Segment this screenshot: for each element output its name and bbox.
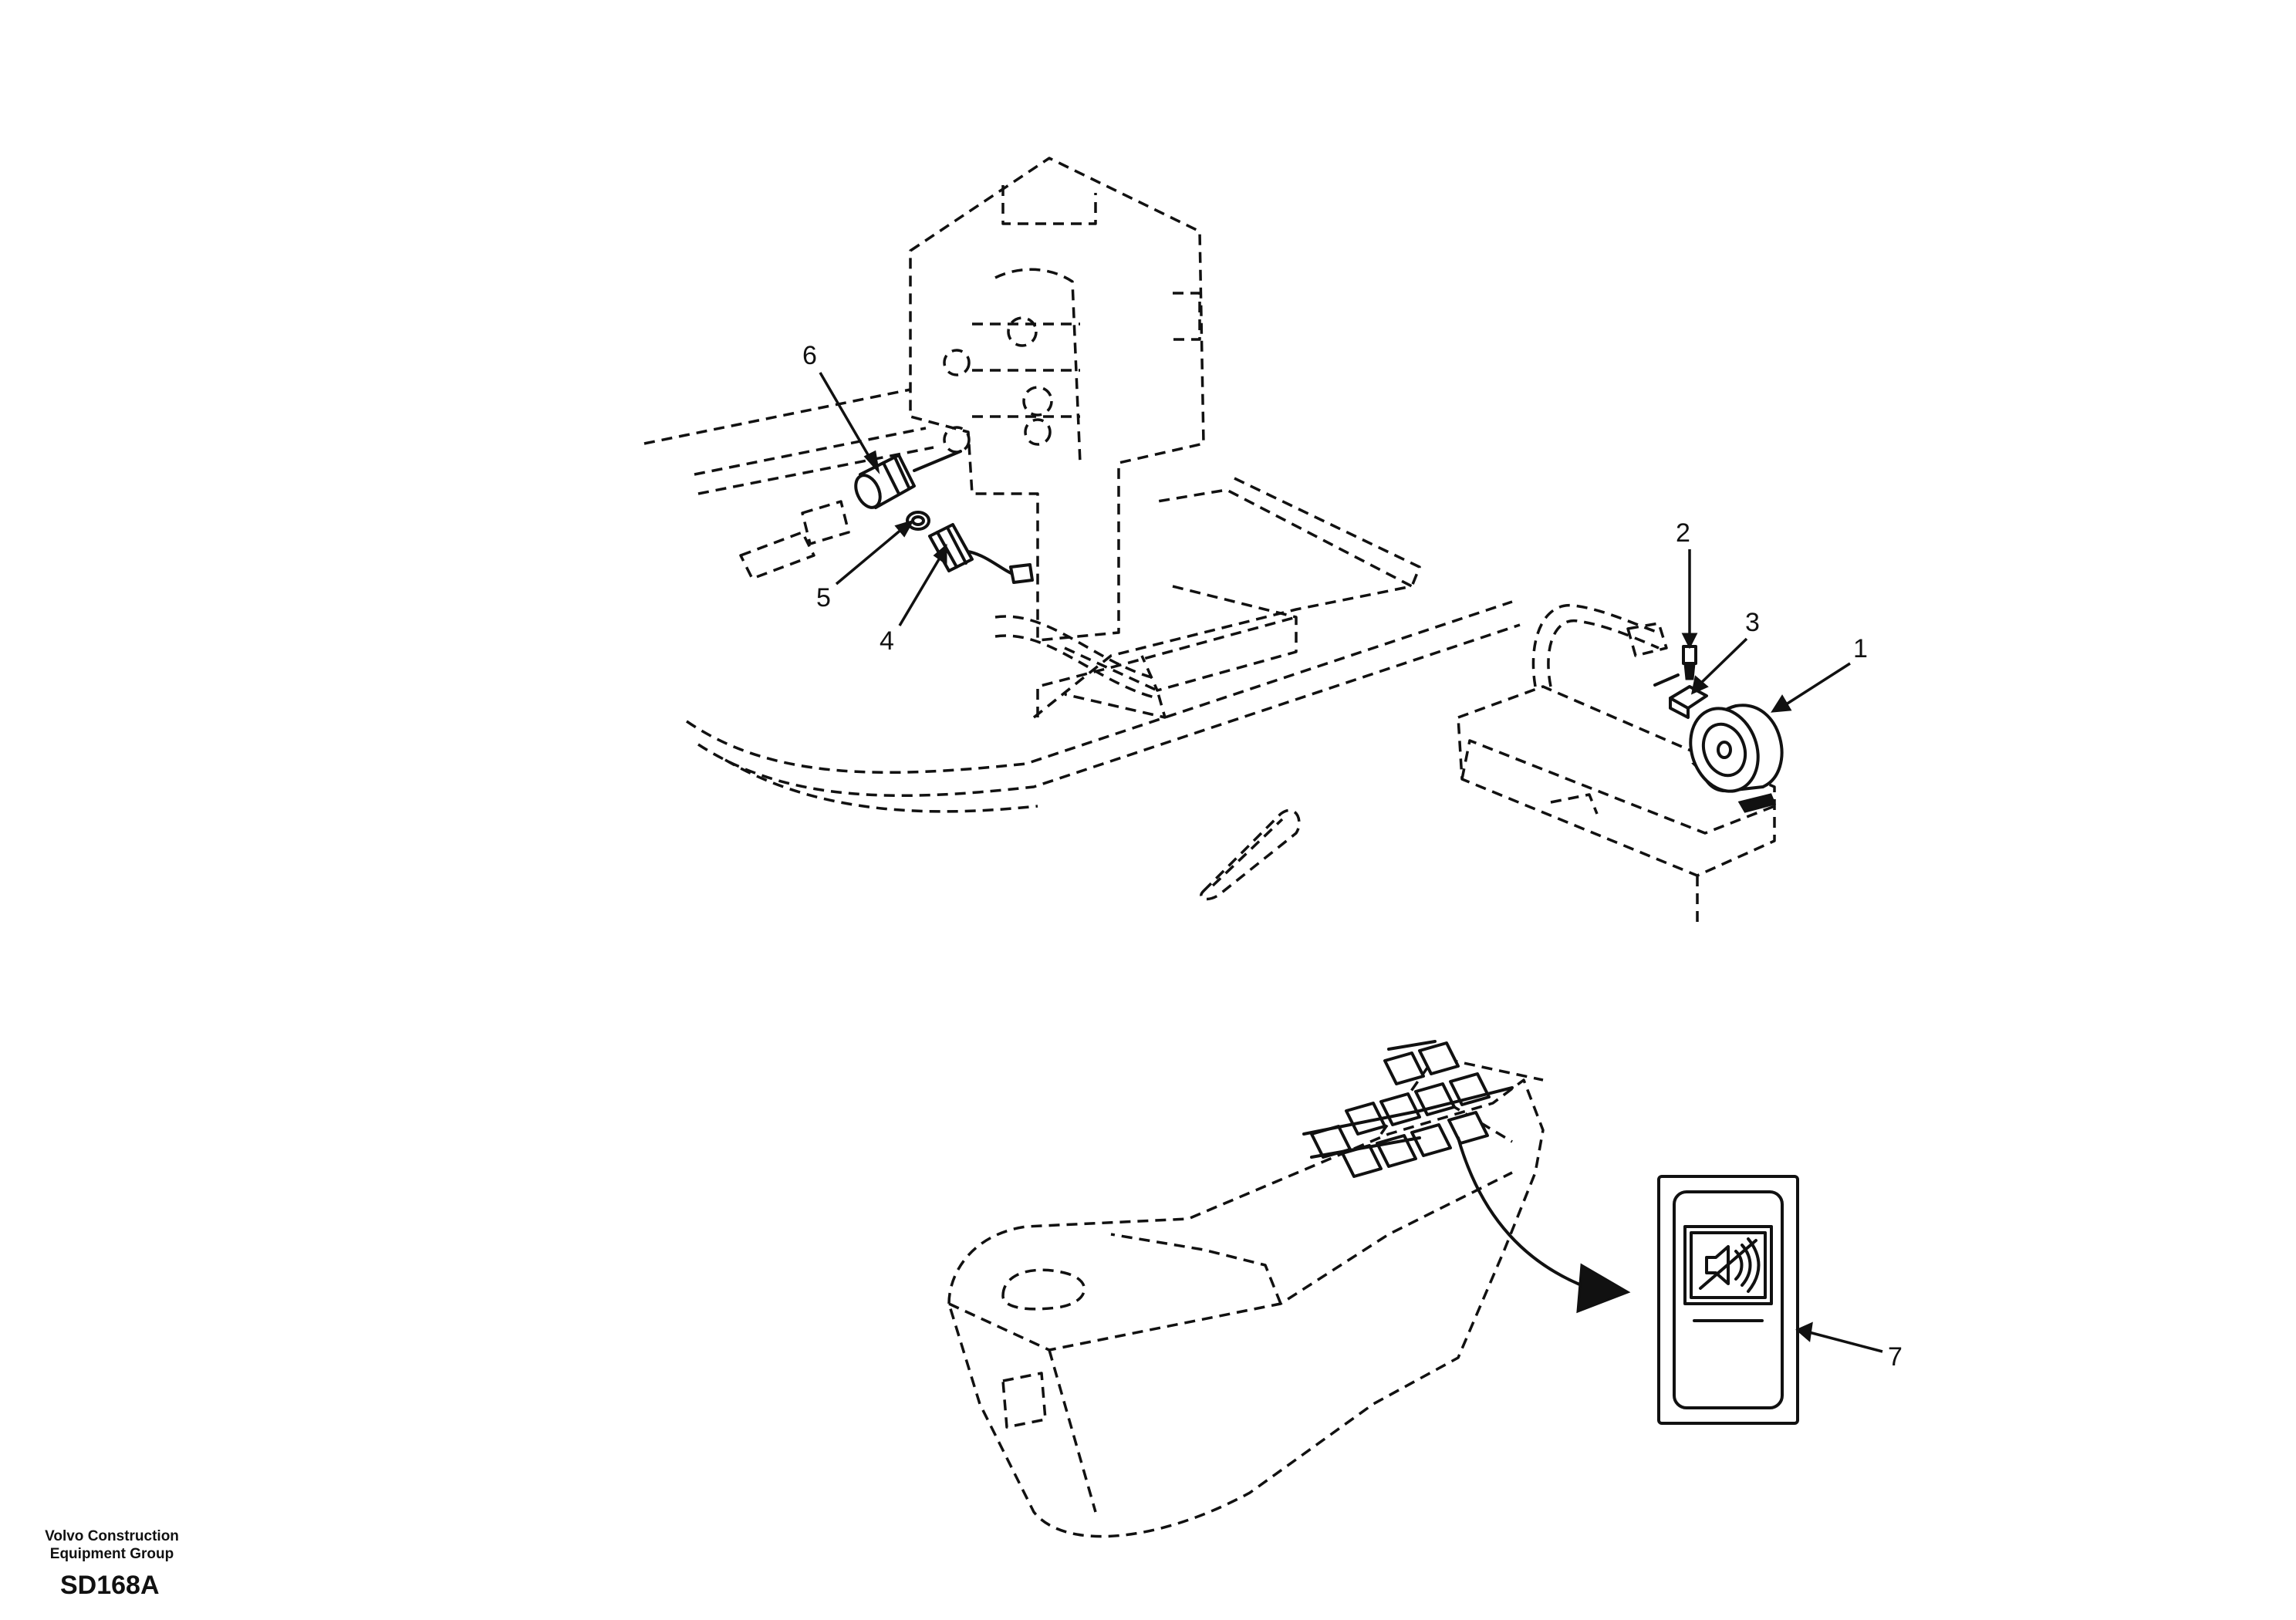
curved-arrow-icon (1457, 1136, 1631, 1314)
callout-5: 5 (816, 583, 831, 613)
part-7-horn-mute-switch (1657, 1175, 1799, 1425)
callout-2: 2 (1676, 518, 1690, 548)
drawing-code: SD168A (60, 1571, 160, 1600)
publisher-credit-line2: Equipment Group (49, 1546, 174, 1562)
part-3-bracket (1653, 673, 1708, 719)
part-6-adapter (854, 450, 962, 509)
callout-labels: 6 5 4 2 3 1 7 (802, 341, 1903, 1372)
callout-1: 1 (1853, 634, 1868, 663)
speaker-mute-icon (1699, 1237, 1761, 1293)
part-2-bolt (1682, 645, 1697, 680)
callout-3: 3 (1745, 608, 1760, 637)
leader-lines (819, 372, 1883, 1353)
callout-7: 7 (1888, 1342, 1903, 1372)
publisher-credit-line1: Volvo Construction (45, 1528, 179, 1544)
console-switch-panel (1302, 1040, 1514, 1178)
callout-4: 4 (880, 626, 894, 656)
machine-frame-outline (643, 157, 1776, 926)
hydraulic-sensor-parts (854, 450, 1784, 813)
part-1-horn (1689, 704, 1784, 813)
callout-6: 6 (802, 341, 817, 370)
